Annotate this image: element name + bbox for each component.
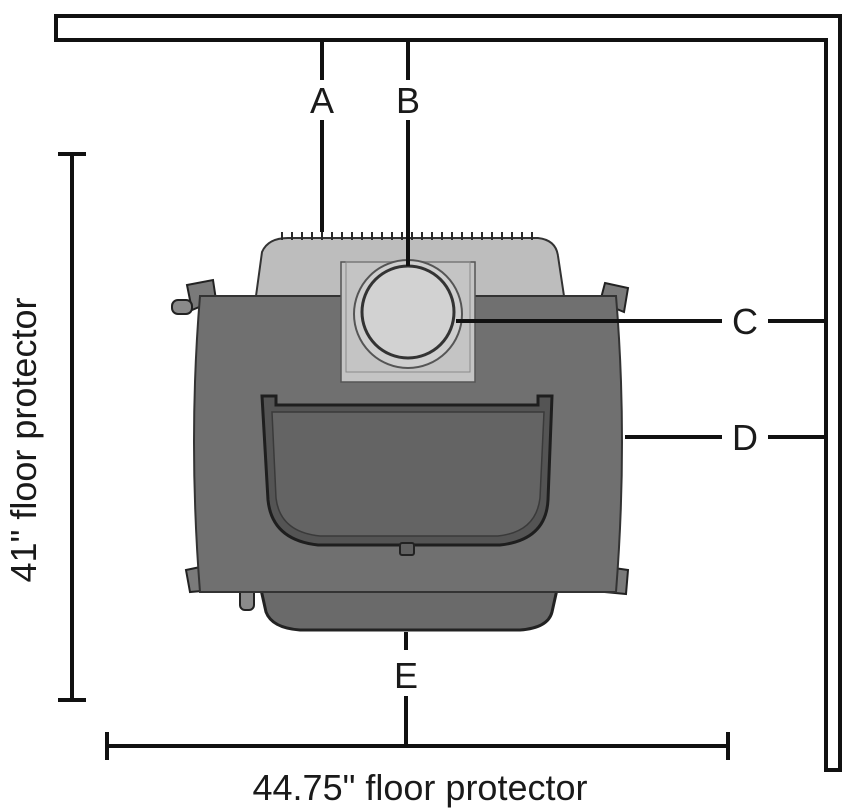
depth-dimension-line xyxy=(58,152,86,702)
wall-corner xyxy=(54,14,842,772)
stove-front-lip xyxy=(258,583,560,632)
clearance-leaders xyxy=(320,38,826,745)
width-dimension-line xyxy=(105,732,730,760)
label-b: B xyxy=(396,80,420,121)
label-c: C xyxy=(732,301,758,342)
stove-door-glass xyxy=(271,411,545,537)
stove-knob-left xyxy=(171,299,193,315)
stove xyxy=(171,232,630,632)
stove-grille xyxy=(281,232,533,240)
label-d: D xyxy=(732,417,758,458)
width-dimension-label: 44.75" floor protector xyxy=(253,767,588,808)
label-a: A xyxy=(310,80,334,121)
door-handle xyxy=(399,542,415,556)
flue-collar xyxy=(360,264,456,360)
depth-dimension-label: 41" floor protector xyxy=(3,298,44,583)
label-e: E xyxy=(394,655,418,696)
